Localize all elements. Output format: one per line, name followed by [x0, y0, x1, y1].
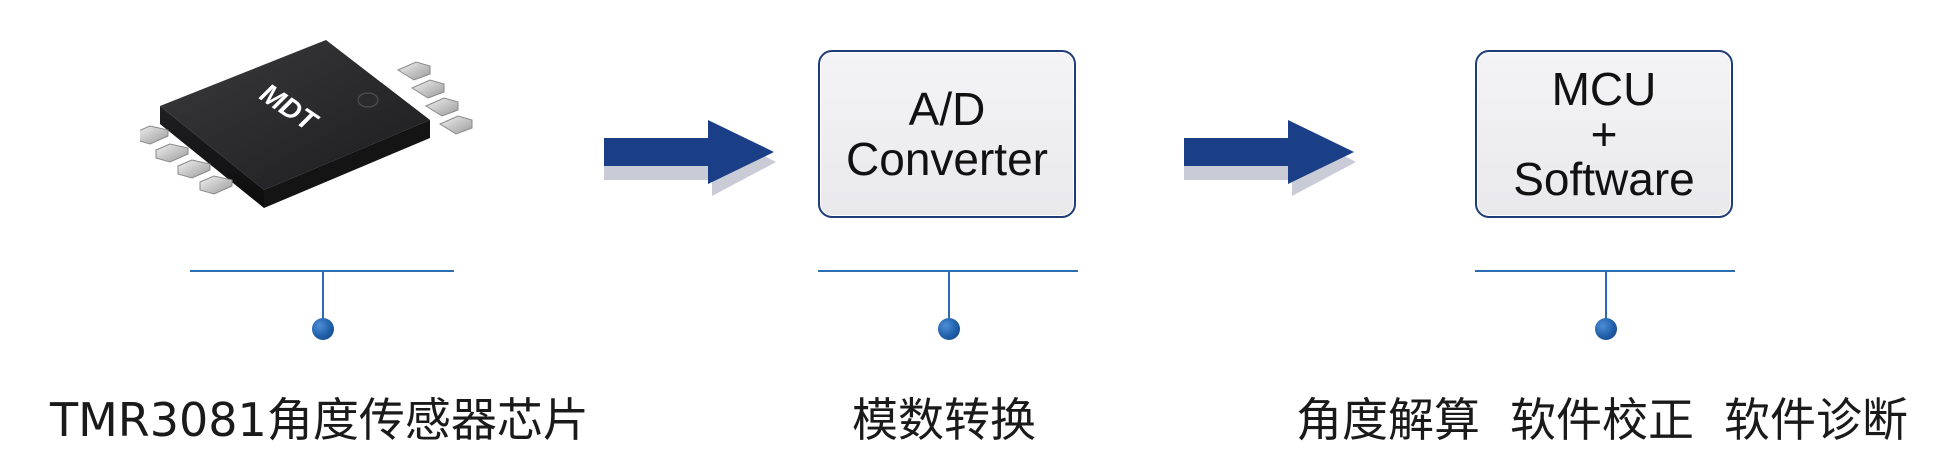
connector-dot-converter [938, 318, 960, 340]
caption-chip: TMR3081角度传感器芯片 [50, 393, 589, 447]
mcu-line-2: + [1590, 108, 1618, 160]
connector-vline-converter [948, 271, 950, 323]
connector-vline-chip [322, 271, 324, 323]
ad-converter-line-1: A/D [908, 83, 986, 135]
caption-mcu-item-1: 角度解算 [1296, 393, 1480, 447]
mcu-software-box: MCU + Software [1475, 50, 1733, 218]
mcu-line-3: Software [1513, 153, 1695, 205]
ad-converter-box: A/D Converter [818, 50, 1076, 218]
connector-dot-mcu [1595, 318, 1617, 340]
mcu-line-1: MCU [1551, 63, 1657, 115]
flow-arrow-1 [604, 118, 784, 198]
flow-arrow-2 [1184, 118, 1364, 198]
tmr3081-chip-illustration: MDT [140, 30, 520, 230]
caption-converter: 模数转换 [852, 393, 1036, 447]
ad-converter-line-2: Converter [846, 133, 1048, 185]
connector-vline-mcu [1605, 271, 1607, 323]
caption-mcu-item-3: 软件诊断 [1724, 393, 1908, 447]
connector-dot-chip [312, 318, 334, 340]
caption-mcu-item-2: 软件校正 [1510, 393, 1694, 447]
